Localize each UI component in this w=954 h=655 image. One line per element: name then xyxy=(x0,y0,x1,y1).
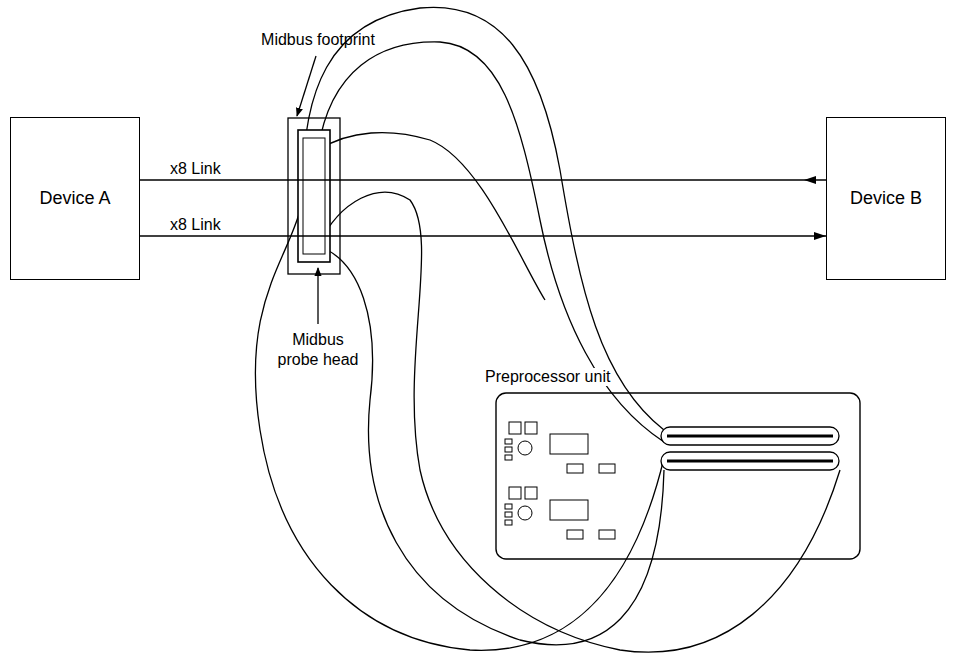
small-part xyxy=(505,520,512,525)
small-part xyxy=(505,455,512,460)
small-part xyxy=(599,530,615,539)
small-part xyxy=(567,530,583,539)
ribbon-cables xyxy=(255,7,840,652)
chip xyxy=(509,422,521,434)
unit-outline xyxy=(495,392,861,560)
leader-line xyxy=(317,268,318,324)
cable-connector xyxy=(661,427,839,445)
link-label: x8 Link xyxy=(168,160,223,178)
small-part xyxy=(505,504,512,509)
arrowhead xyxy=(804,176,816,184)
device-name: Device A xyxy=(39,188,110,209)
ic-package xyxy=(550,434,588,454)
device-box: Device A xyxy=(10,117,140,280)
small-part xyxy=(599,464,615,473)
cable-edge xyxy=(318,192,840,652)
link-label: x8 Link xyxy=(168,216,223,234)
connector-plug xyxy=(667,460,833,463)
component-circle xyxy=(518,506,532,520)
cable-connector xyxy=(661,452,839,470)
ic-package xyxy=(550,500,588,520)
link-line xyxy=(140,235,826,236)
unit-heading: Preprocessor unit xyxy=(485,368,610,386)
chip xyxy=(509,487,521,499)
cable-edge xyxy=(318,246,664,645)
small-part xyxy=(505,447,512,452)
midbus-footprint xyxy=(288,118,340,274)
callout-label: Midbus probe head xyxy=(274,330,362,370)
link-line xyxy=(140,179,826,180)
small-part xyxy=(505,439,512,444)
footprint-outline xyxy=(288,118,340,274)
chip xyxy=(525,487,537,499)
cable-edge xyxy=(255,200,664,650)
chip xyxy=(525,422,537,434)
callout-label: Midbus footprint xyxy=(238,30,398,50)
device-box: Device B xyxy=(826,117,946,280)
link-connector xyxy=(140,176,826,184)
leader-lines xyxy=(297,56,318,324)
small-part xyxy=(567,464,583,473)
component-circle xyxy=(518,441,532,455)
link-connector xyxy=(140,236,826,237)
device-name: Device B xyxy=(850,188,922,209)
probe-head xyxy=(298,130,330,262)
leader-line xyxy=(297,56,316,116)
cable-edge xyxy=(318,42,664,442)
connector-plug xyxy=(667,435,833,438)
cable-edge xyxy=(318,133,545,300)
small-part xyxy=(505,512,512,517)
preprocessor-unit: Preprocessor unit xyxy=(495,392,861,560)
unit-border xyxy=(496,393,860,559)
